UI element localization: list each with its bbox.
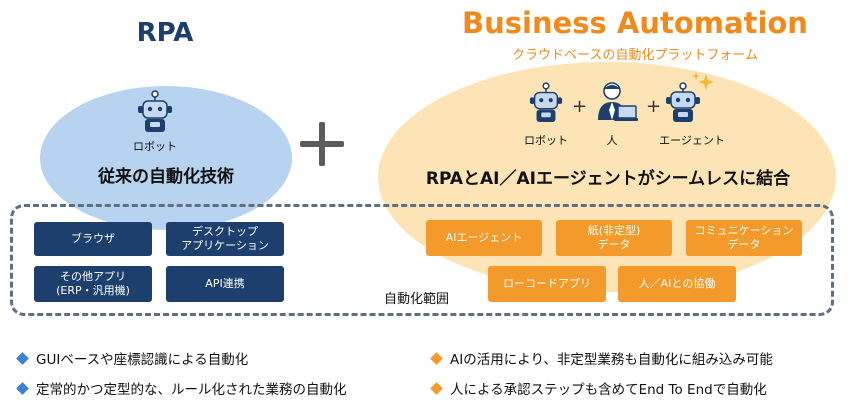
browser-button[interactable]: ブラウザ (34, 222, 152, 256)
robot-icon (529, 82, 563, 122)
ba-robot-label: ロボット (524, 134, 568, 147)
robot-icon (138, 90, 172, 132)
api-integration-button[interactable]: API連携 (166, 266, 284, 302)
bullet-item: 定常的かつ定型的な、ルール化された業務の自動化 (16, 378, 347, 398)
business-automation-subtitle: クラウドベースの自動化プラットフォーム (512, 48, 758, 63)
paper-data-button[interactable]: 紙(非定型) データ (556, 220, 672, 256)
ba-person-label: 人 (606, 134, 618, 147)
human-ai-collaboration-button[interactable]: 人／AIとの協働 (618, 266, 736, 302)
rpa-robot-label: ロボット (133, 140, 177, 153)
low-code-app-button[interactable]: ローコードアプリ (488, 266, 606, 302)
communication-data-button[interactable]: コミュニケーション データ (686, 220, 802, 256)
ai-agent-icon (666, 72, 714, 122)
business-automation-title: Business Automation (462, 6, 808, 40)
bullet-item: 人による承認ステップも含めてEnd To Endで自動化 (430, 378, 767, 398)
automation-scope-label: 自動化範囲 (384, 292, 450, 307)
desktop-application-button[interactable]: デスクトップ アプリケーション (166, 222, 284, 256)
diamond-bullet-icon (16, 351, 29, 365)
bullet-item: GUIベースや座標認識による自動化 (16, 348, 248, 368)
rpa-title: RPA (136, 18, 194, 48)
bullet-text: 定常的かつ定型的な、ルール化された業務の自動化 (36, 382, 347, 398)
diamond-bullet-icon (16, 381, 29, 395)
bullet-text: GUIベースや座標認識による自動化 (36, 352, 249, 368)
rpa-heading: 従来の自動化技術 (98, 167, 234, 187)
ba-agent-label: エージェント (659, 134, 725, 147)
person-laptop-icon (598, 82, 638, 121)
plus-icon (300, 122, 344, 166)
bullet-text: 人による承認ステップも含めてEnd To Endで自動化 (450, 382, 767, 398)
diamond-bullet-icon (430, 351, 443, 365)
ai-agent-button[interactable]: AIエージェント (426, 220, 542, 256)
automation-scope-box (10, 204, 834, 316)
other-apps-button[interactable]: その他アプリ (ERP・汎用機) (34, 266, 152, 302)
small-plus-icon: + (646, 96, 662, 117)
diamond-bullet-icon (430, 381, 443, 395)
small-plus-icon: + (572, 96, 588, 117)
bullet-text: AIの活用により、非定型業務も自動化に組み込み可能 (450, 352, 773, 368)
bullet-item: AIの活用により、非定型業務も自動化に組み込み可能 (430, 348, 773, 368)
business-automation-heading: RPAとAI／AIエージェントがシームレスに結合 (425, 169, 791, 189)
